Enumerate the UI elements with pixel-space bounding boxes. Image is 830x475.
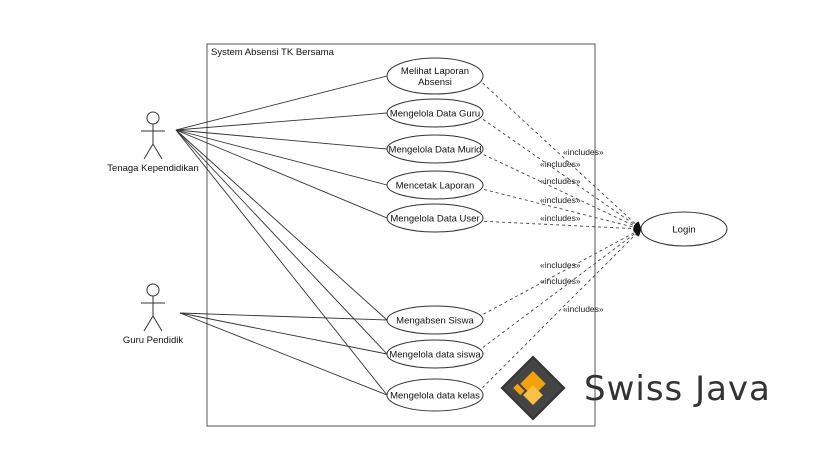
association-line bbox=[175, 112, 388, 131]
include-label: «includes» bbox=[540, 276, 581, 286]
include-arrow bbox=[477, 228, 642, 318]
include-label: «includes» bbox=[540, 159, 581, 169]
include-label: «includes» bbox=[540, 176, 581, 186]
use-case-ellipse bbox=[386, 378, 484, 412]
association-layer bbox=[175, 75, 388, 396]
use-case-uc8: Mengelola data kelas bbox=[386, 378, 484, 412]
association-line bbox=[175, 129, 388, 396]
include-arrow bbox=[477, 228, 642, 352]
include-arrow bbox=[478, 187, 642, 232]
use-case-label: Mengelola Data Guru bbox=[390, 109, 480, 120]
association-line bbox=[175, 129, 388, 355]
use-case-uc5: Mengelola Data User bbox=[386, 203, 484, 233]
system-boundary bbox=[206, 43, 596, 427]
include-label: «includes» bbox=[540, 195, 581, 205]
association-line bbox=[175, 129, 388, 219]
association-line bbox=[179, 312, 388, 396]
use-case-uc6: Mengabsen Siswa bbox=[386, 305, 484, 335]
use-case-label: Melihat Laporan bbox=[401, 66, 469, 77]
actor-guru: Guru Pendidik bbox=[123, 283, 183, 346]
use-case-ellipse bbox=[386, 339, 484, 369]
use-case-label: Mengabsen Siswa bbox=[396, 316, 474, 327]
include-arrow bbox=[478, 151, 642, 230]
association-line bbox=[179, 312, 388, 321]
actor-label: Tenaga Kependidikan bbox=[107, 163, 198, 174]
association-line bbox=[175, 129, 388, 150]
use-case-label: Login bbox=[672, 225, 695, 236]
actor-tenaga: Tenaga Kependidikan bbox=[107, 111, 199, 174]
use-case-uc4: Mencetak Laporan bbox=[386, 170, 484, 200]
actor-stick-figure-icon bbox=[141, 111, 165, 160]
use-case-ellipse bbox=[640, 211, 728, 247]
system-title: System Absensi TK Bersama bbox=[211, 47, 335, 58]
brand-logo: Swiss Java bbox=[500, 355, 771, 421]
include-label: «includes» bbox=[563, 147, 604, 157]
association-line bbox=[175, 129, 388, 321]
include-layer: «includes» «includes» «includes» «includes»… bbox=[477, 78, 642, 393]
logo-mark-icon bbox=[500, 355, 566, 421]
include-label: «includes» bbox=[540, 260, 581, 270]
use-case-ellipse bbox=[386, 134, 484, 164]
use-case-ellipse bbox=[386, 305, 484, 335]
actor-label: Guru Pendidik bbox=[123, 335, 183, 346]
actor-stick-figure-icon bbox=[141, 283, 165, 332]
use-case-ellipse bbox=[386, 203, 484, 233]
use-case-label: Mengelola data siswa bbox=[389, 350, 481, 361]
use-case-uc7: Mengelola data siswa bbox=[386, 339, 484, 369]
use-case-ellipse bbox=[386, 98, 484, 128]
include-label: «includes» bbox=[563, 304, 604, 314]
association-line bbox=[175, 75, 388, 131]
association-line bbox=[179, 312, 388, 355]
use-case-uc3: Mengelola Data Murid bbox=[386, 134, 484, 164]
use-case-ellipse bbox=[386, 57, 484, 95]
include-label: «includes» bbox=[540, 213, 581, 223]
use-case-login: Login bbox=[640, 211, 728, 247]
include-arrow bbox=[477, 228, 642, 393]
association-line bbox=[175, 129, 388, 186]
use-case-uc2: Mengelola Data Guru bbox=[386, 98, 484, 128]
use-case-ellipse bbox=[386, 170, 484, 200]
include-arrow bbox=[477, 78, 642, 230]
use-case-label: Mencetak Laporan bbox=[396, 181, 475, 192]
brand-name: Swiss Java bbox=[584, 369, 771, 409]
use-case-label: Absensi bbox=[418, 77, 452, 88]
use-case-label: Mengelola Data User bbox=[390, 214, 479, 225]
use-case-label: Mengelola data kelas bbox=[390, 391, 480, 402]
use-case-label: Mengelola Data Murid bbox=[389, 145, 482, 156]
